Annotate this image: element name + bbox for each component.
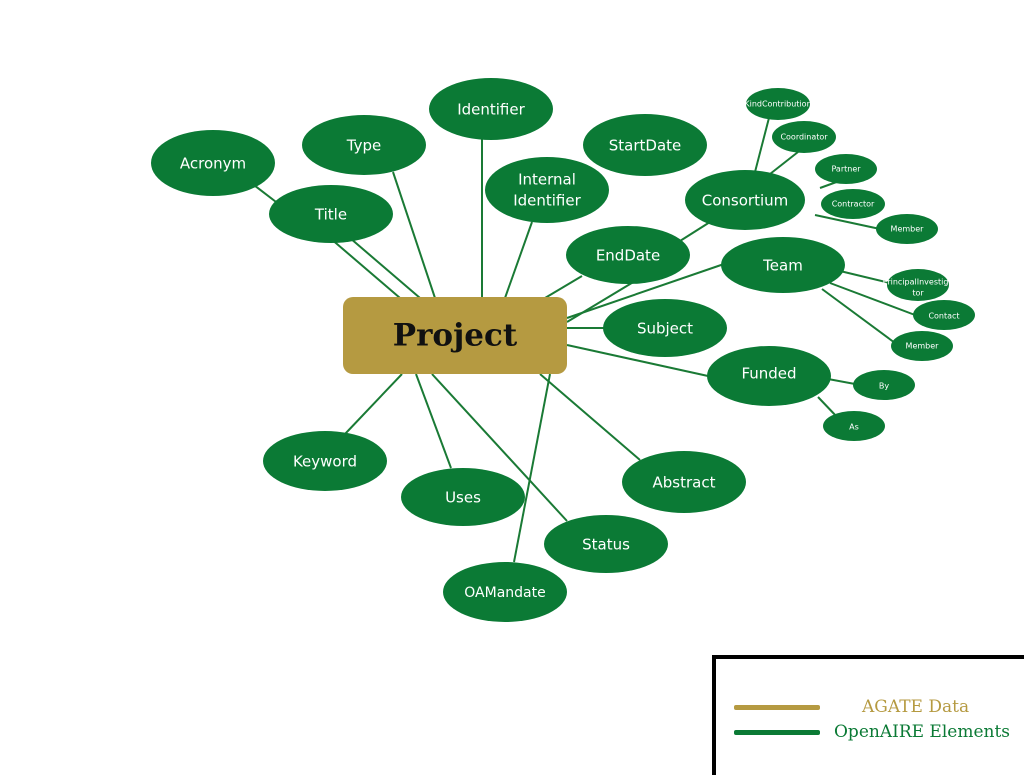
node-consortium-member-label: Member xyxy=(891,225,925,234)
node-acronym-label: Acronym xyxy=(180,155,246,173)
edge-funded-by xyxy=(827,378,856,385)
project-node: Project xyxy=(343,297,567,374)
edge-project-keyword xyxy=(344,373,403,435)
legend-row-openaire: OpenAIRE Elements xyxy=(734,722,1010,742)
node-consortium-label: Consortium xyxy=(702,192,788,210)
edge-consortium-coordinator xyxy=(769,151,799,175)
edge-project-internal-identifier xyxy=(504,221,533,299)
node-abstract: Abstract xyxy=(622,451,746,513)
node-kind-contribution-label: KindContribution xyxy=(744,100,811,109)
edge-project-oamandate xyxy=(513,373,551,563)
edge-project-enddate xyxy=(544,275,583,299)
node-team-label: Team xyxy=(762,257,803,275)
node-principal-investigator: PrincipalInvestiga tor xyxy=(883,269,954,301)
node-contact-label: Contact xyxy=(928,312,959,321)
edges xyxy=(249,113,916,563)
node-uses-label: Uses xyxy=(445,489,481,507)
node-team: Team xyxy=(721,237,845,293)
node-internal-identifier-label-1: Internal xyxy=(518,171,576,189)
node-acronym: Acronym xyxy=(151,130,275,196)
node-coordinator-label: Coordinator xyxy=(780,133,828,142)
node-keyword-label: Keyword xyxy=(293,453,357,471)
legend-label-agate: AGATE Data xyxy=(862,697,970,717)
node-startdate-label: StartDate xyxy=(609,137,682,155)
node-internal-identifier: Internal Identifier xyxy=(485,157,609,223)
node-identifier-label: Identifier xyxy=(457,101,525,119)
node-contact: Contact xyxy=(913,300,975,330)
node-coordinator: Coordinator xyxy=(772,121,836,153)
legend: AGATE Data OpenAIRE Elements xyxy=(712,655,1024,775)
node-internal-identifier-label-2: Identifier xyxy=(513,192,581,210)
edge-project-funded xyxy=(566,344,709,377)
edge-consortium-kind xyxy=(754,113,771,173)
legend-row-agate: AGATE Data xyxy=(734,697,969,717)
node-by-label: By xyxy=(879,382,889,391)
node-oamandate: OAMandate xyxy=(443,562,567,622)
node-as: As xyxy=(823,411,885,441)
edge-project-title xyxy=(329,237,401,299)
node-contractor: Contractor xyxy=(821,189,885,219)
node-subject: Subject xyxy=(603,299,727,357)
node-status-label: Status xyxy=(582,536,630,554)
node-enddate-label: EndDate xyxy=(596,247,660,265)
node-by: By xyxy=(853,370,915,400)
edge-consortium-member xyxy=(814,214,881,230)
legend-swatch-agate xyxy=(734,704,820,710)
edge-enddate-consortium xyxy=(679,221,711,242)
legend-swatch-openaire xyxy=(734,729,820,735)
node-type: Type xyxy=(302,115,426,175)
node-partner: Partner xyxy=(815,154,877,184)
project-label: Project xyxy=(393,318,518,354)
node-status: Status xyxy=(544,515,668,573)
node-consortium: Consortium xyxy=(685,170,805,230)
edge-project-title-2 xyxy=(349,237,421,299)
node-keyword: Keyword xyxy=(263,431,387,491)
node-contractor-label: Contractor xyxy=(832,200,875,209)
node-funded: Funded xyxy=(707,346,831,406)
node-uses: Uses xyxy=(401,468,525,526)
node-identifier: Identifier xyxy=(429,78,553,140)
node-type-label: Type xyxy=(346,137,381,155)
node-oamandate-label: OAMandate xyxy=(464,585,545,601)
node-startdate: StartDate xyxy=(583,114,707,176)
node-subject-label: Subject xyxy=(637,320,693,338)
edge-team-member xyxy=(821,288,896,344)
project-box xyxy=(343,297,567,374)
node-title-label: Title xyxy=(314,206,347,224)
node-partner-label: Partner xyxy=(831,165,861,174)
node-consortium-member: Member xyxy=(876,214,938,244)
edge-project-uses xyxy=(415,373,452,469)
legend-label-openaire: OpenAIRE Elements xyxy=(834,722,1011,742)
node-pi-label-1: PrincipalInvestiga xyxy=(883,278,954,287)
edge-project-abstract xyxy=(539,373,641,461)
node-funded-label: Funded xyxy=(741,365,796,383)
node-team-member-label: Member xyxy=(906,342,940,351)
edge-project-type xyxy=(392,171,436,299)
edge-team-contact xyxy=(829,282,916,316)
edge-team-pi xyxy=(839,270,891,284)
edge-project-status xyxy=(431,373,568,522)
edge-project-team xyxy=(566,263,725,319)
node-title: Title xyxy=(269,185,393,243)
node-enddate: EndDate xyxy=(566,226,690,284)
node-team-member: Member xyxy=(891,331,953,361)
node-abstract-label: Abstract xyxy=(653,474,716,492)
node-pi-label-2: tor xyxy=(912,289,924,298)
node-kind-contribution: KindContribution xyxy=(744,88,812,120)
node-as-label: As xyxy=(849,423,859,432)
